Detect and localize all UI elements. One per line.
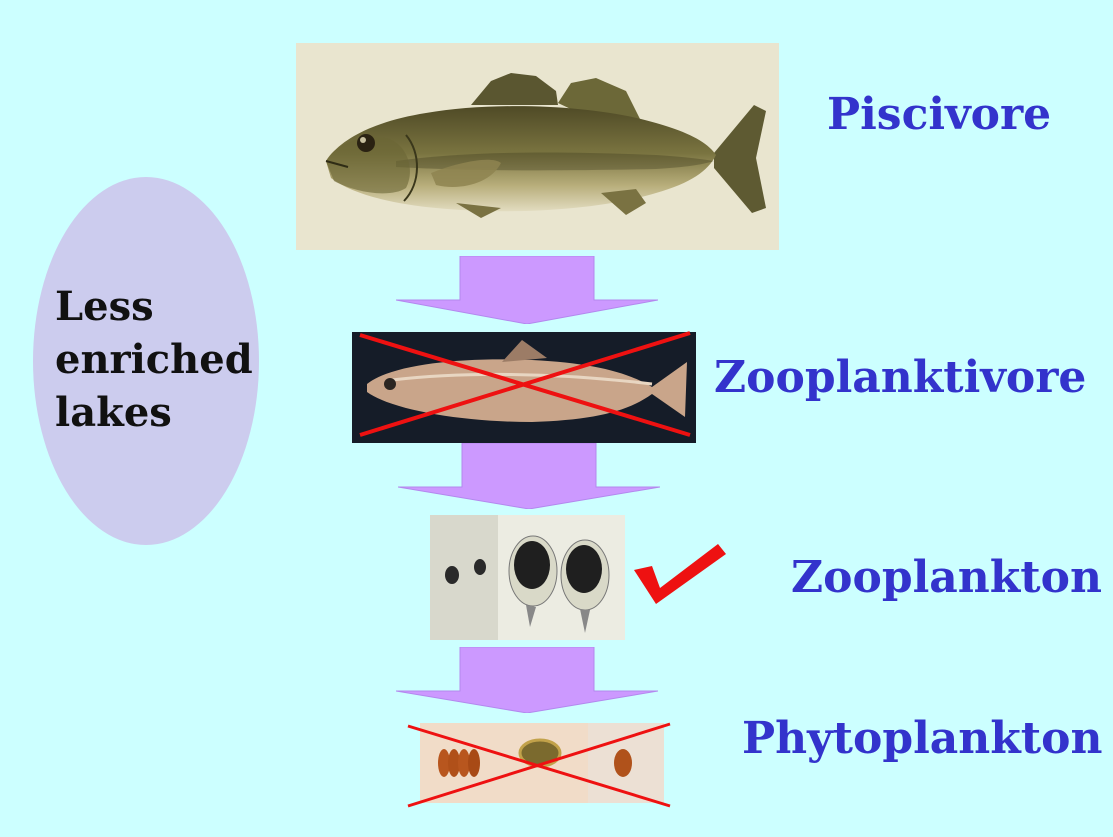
zooplanktivore-cross-mark — [352, 327, 696, 443]
piscivore-bass-image — [296, 43, 779, 250]
zooplankton-daphnia-image — [430, 515, 625, 640]
phytoplankton-cross-mark — [404, 720, 674, 810]
zooplankton-check-mark — [630, 540, 730, 608]
ellipse-label: Less enriched lakes — [55, 280, 255, 439]
piscivore-label: Piscivore — [827, 93, 1051, 137]
arrow-down-2 — [398, 443, 660, 509]
ellipse-line-3: lakes — [55, 386, 255, 439]
zooplankton-label: Zooplankton — [791, 556, 1102, 600]
zooplanktivore-label: Zooplanktivore — [714, 356, 1086, 400]
arrow-down-3 — [396, 647, 658, 713]
ellipse-line-1: Less — [55, 280, 255, 333]
phytoplankton-label: Phytoplankton — [742, 717, 1102, 761]
arrow-down-1 — [396, 256, 658, 324]
ellipse-line-2: enriched — [55, 333, 255, 386]
